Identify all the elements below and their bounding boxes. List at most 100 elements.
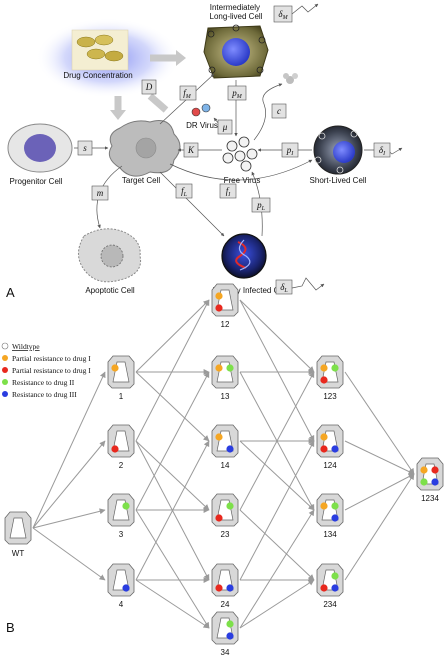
mutation-edge [135,440,210,581]
mutant-node: 24 [211,563,239,609]
arrow-delta-l [291,277,325,291]
mutation-edge [32,371,106,529]
mutant-node-label: 134 [323,530,337,539]
mutation-dot [226,364,234,372]
mutation-edge [344,473,415,581]
mutation-dot [331,584,339,592]
mutant-node-label: 3 [119,530,124,539]
free-virus: Free Virus [222,136,260,185]
param-box-p-m [227,85,247,101]
mutant-node-label: 4 [119,600,124,609]
mutation-edge [135,579,210,629]
cleared-virus [283,73,298,84]
mutant-node-label: 123 [323,392,337,401]
param-box-f-l [175,183,193,199]
mutant-node-label: WT [12,549,25,558]
mutant-node: 1 [107,355,135,401]
intermediate-line-2: Long-lived Cell [210,12,263,21]
mutation-edge [344,473,415,511]
arrow-f-i [169,159,313,181]
param-delta-m: δM [278,9,288,21]
mutation-edge [239,509,315,629]
param-box-d [141,79,157,95]
mutation-edge [239,440,315,511]
progenitor-cell: Progenitor Cell [7,123,73,186]
legend-swatch [2,355,8,361]
intermediate-line-1: Intermediately [210,3,260,12]
mutant-node: 124 [316,424,344,470]
param-k: K [187,145,195,155]
mutation-edge [135,371,210,442]
mutation-dot [320,584,328,592]
mutant-node: 12 [211,283,239,329]
short-lived-cell: Short-Lived Cell [310,125,367,185]
mutation-edge [239,299,315,442]
mutant-node: 13 [211,355,239,401]
mutation-dot [320,433,328,441]
param-p-l: pL [256,200,266,212]
mutant-node: 1234 [416,457,444,503]
drug-arrowhead-down [110,110,126,120]
drug-arrow-diag [147,93,169,113]
mutation-edge [32,440,106,529]
param-p-m: pM [231,88,243,100]
mutation-edge [135,299,210,442]
mutation-edges [32,299,415,629]
intermediate-cell: Intermediately Long-lived Cell [203,3,269,79]
mutant-node-label: 14 [221,461,230,470]
mutation-dot [226,502,234,510]
mutation-edge [135,440,210,511]
legend-swatch [2,379,8,385]
param-box-f-m [179,85,197,101]
panel-a: Drug Concentration Intermediately Long-l… [6,3,403,300]
mutation-dot [215,304,223,312]
param-d: D [145,82,153,92]
mutant-node-label: 1234 [421,494,439,503]
arrow-f-l [159,171,225,237]
short-lived-cell-label: Short-Lived Cell [310,176,367,185]
mutant-node: WT [4,511,32,558]
mutation-dot [111,445,119,453]
mutant-node-label: 234 [323,600,337,609]
mutation-edge [135,371,210,511]
param-delta-l: δL [280,282,288,294]
mutation-edge [239,440,315,581]
mutation-dot [226,584,234,592]
panel-a-label: A [6,285,15,300]
param-box-m [91,185,109,201]
mutation-dot [331,445,339,453]
mutant-node: 2 [107,424,135,470]
mutation-dot [122,502,130,510]
legend-item-label: Wildtype [12,342,40,351]
param-f-m: fM [183,88,192,100]
mutation-dot [122,584,130,592]
mutant-node-label: 124 [323,461,337,470]
mutation-edge [32,527,106,581]
mutant-node: 3 [107,493,135,539]
mutant-node: 4 [107,563,135,609]
mutation-dot [226,632,234,640]
mutation-dot [215,433,223,441]
mutation-dot [331,502,339,510]
mutant-node: 234 [316,563,344,609]
mutation-dot [320,376,328,384]
param-s: s [83,143,87,153]
mutation-dot [431,478,439,486]
param-c: c [277,106,281,116]
legend-swatch [2,367,8,373]
mutation-dot [215,292,223,300]
dr-virus: DR Virus [186,103,218,130]
dr-virus-label: DR Virus [186,121,218,130]
param-box-p-i [281,142,299,158]
mutation-edge [135,299,210,373]
legend-swatch [2,391,8,397]
param-p-i: pI [286,145,295,157]
legend-item-label: Resistance to drug II [12,378,75,387]
mutation-dot [320,502,328,510]
mutation-dot [420,478,428,486]
mutant-node-label: 24 [221,600,230,609]
param-f-l: fL [181,186,188,198]
